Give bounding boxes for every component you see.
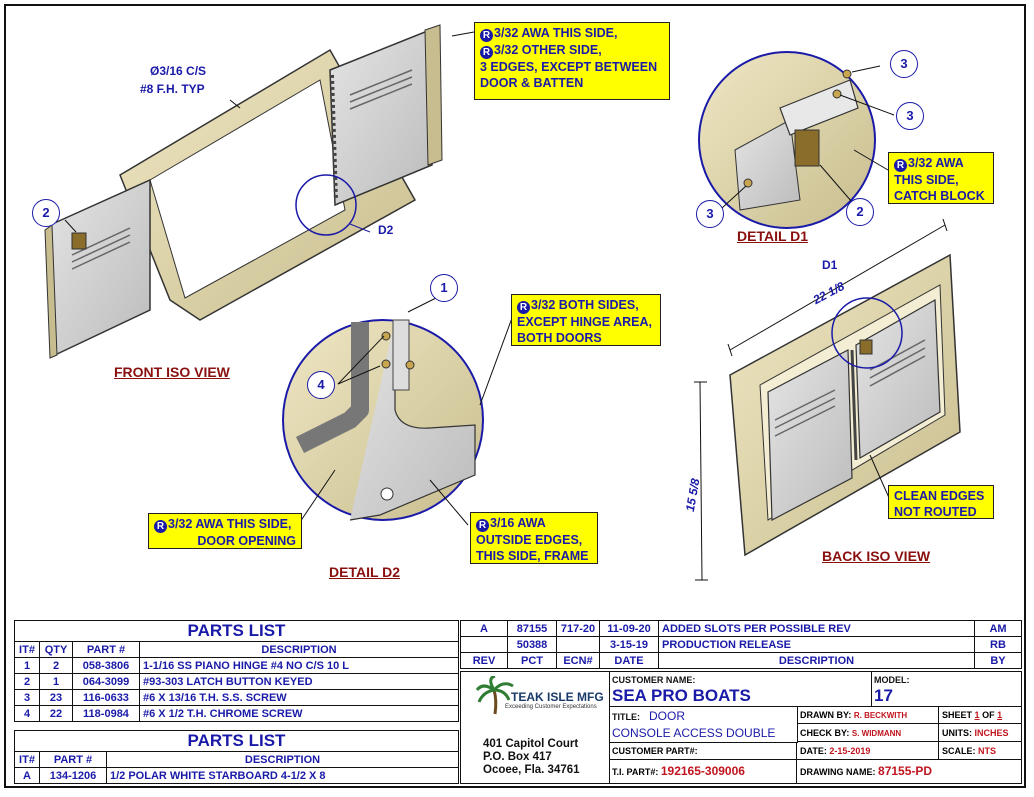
units-label: UNITS: (942, 728, 972, 738)
table-row: A 87155 717-20 11-09-20 ADDED SLOTS PER … (460, 620, 1022, 637)
date-label: DATE: (800, 746, 827, 756)
front-iso-label: FRONT ISO VIEW (114, 364, 230, 380)
d1-detail-marker (831, 297, 903, 369)
detail-d2-label: DETAIL D2 (329, 564, 401, 580)
check-by-label: CHECK BY: (800, 728, 850, 738)
company-logo-area: TEAK ISLE MFG Exceeding Customer Expecta… (461, 672, 610, 783)
back-iso-label: BACK ISO VIEW (822, 548, 931, 564)
balloon-1: 1 (430, 274, 458, 302)
detail-d1-view (698, 51, 895, 229)
drawing-name-value: 87155-PD (878, 764, 933, 778)
date-value: 2-15-2019 (829, 746, 871, 756)
palm-tree-icon (475, 676, 514, 715)
scale-label: SCALE: (942, 746, 976, 756)
drawing-views (44, 24, 961, 581)
table-row: 50388 3-15-19 PRODUCTION RELEASE RB (460, 636, 1022, 653)
model-value: 17 (874, 686, 893, 705)
units-value: INCHES (974, 728, 1009, 738)
front-iso-view (44, 24, 475, 359)
title-label: TITLE: (612, 712, 640, 722)
balloon-3-left: 3 (696, 200, 724, 228)
col-it: IT# (14, 641, 40, 658)
company-tagline: Exceeding Customer Expectations (505, 704, 597, 710)
hinge-icon (392, 319, 410, 391)
revision-table: A 87155 717-20 11-09-20 ADDED SLOTS PER … (460, 620, 1022, 669)
title-block: TEAK ISLE MFG Exceeding Customer Expecta… (460, 671, 1022, 784)
drawing-name-label: DRAWING NAME: (800, 767, 876, 777)
d1-callout: D1 (822, 258, 838, 272)
sheet-number: 1 (974, 710, 980, 720)
left-door-batten (44, 224, 58, 359)
check-by: S. WIDMANN (851, 729, 902, 738)
ti-part-label: T.I. PART#: (612, 767, 659, 777)
company-address: 401 Capitol Court P.O. Box 417 Ocoee, Fl… (483, 738, 580, 776)
d2-callout: D2 (378, 223, 394, 237)
title-line1: DOOR (649, 709, 685, 723)
col-part: PART # (72, 641, 140, 658)
model-label: MODEL: (874, 675, 910, 685)
frame-opening (149, 79, 346, 299)
sheet-total: 1 (997, 710, 1003, 720)
back-right-door (855, 298, 941, 460)
balloon-3-top: 3 (890, 50, 918, 78)
d2-detail-circle (295, 174, 357, 236)
title-line2: CONSOLE ACCESS DOUBLE (612, 726, 776, 740)
parts-list-2-title: PARTS LIST (14, 730, 459, 752)
drawn-by: R. BECKWITH (853, 711, 908, 720)
back-iso-view (694, 218, 961, 581)
balloon-2-front: 2 (32, 199, 60, 227)
drawing-border (4, 4, 1026, 788)
hinge-line (330, 74, 338, 201)
width-dimension-line (729, 224, 946, 351)
left-door (49, 178, 151, 357)
balloon-4: 4 (307, 371, 335, 399)
customer-part-label: CUSTOMER PART#: (609, 742, 797, 760)
detail-d2-view (282, 295, 513, 526)
ti-part-value: 192165-309006 (660, 764, 745, 778)
countersink-callout: Ø3/16 C/S #8 F.H. TYP (140, 64, 207, 96)
customer-name: SEA PRO BOATS (612, 686, 751, 705)
detail-d1-label: DETAIL D1 (737, 228, 809, 244)
right-door-batten (424, 24, 443, 166)
balloon-2-d1: 2 (846, 198, 874, 226)
right-door (329, 28, 433, 207)
height-dimension-line (699, 381, 703, 581)
parts-list-title: PARTS LIST (14, 620, 459, 642)
scale-value: NTS (978, 746, 997, 756)
latch-icon (71, 232, 87, 250)
note-clean-edges: CLEAN EDGES NOT ROUTED (888, 485, 994, 519)
col-description: DESCRIPTION (139, 641, 459, 658)
balloon-3-mid: 3 (896, 102, 924, 130)
company-name: TEAK ISLE MFG (511, 690, 604, 704)
customer-name-label: CUSTOMER NAME: (612, 675, 696, 685)
sheet-label: SHEET (942, 710, 973, 720)
drawn-by-label: DRAWN BY: (800, 710, 852, 720)
of-label: OF (982, 710, 995, 720)
col-qty: QTY (39, 641, 73, 658)
